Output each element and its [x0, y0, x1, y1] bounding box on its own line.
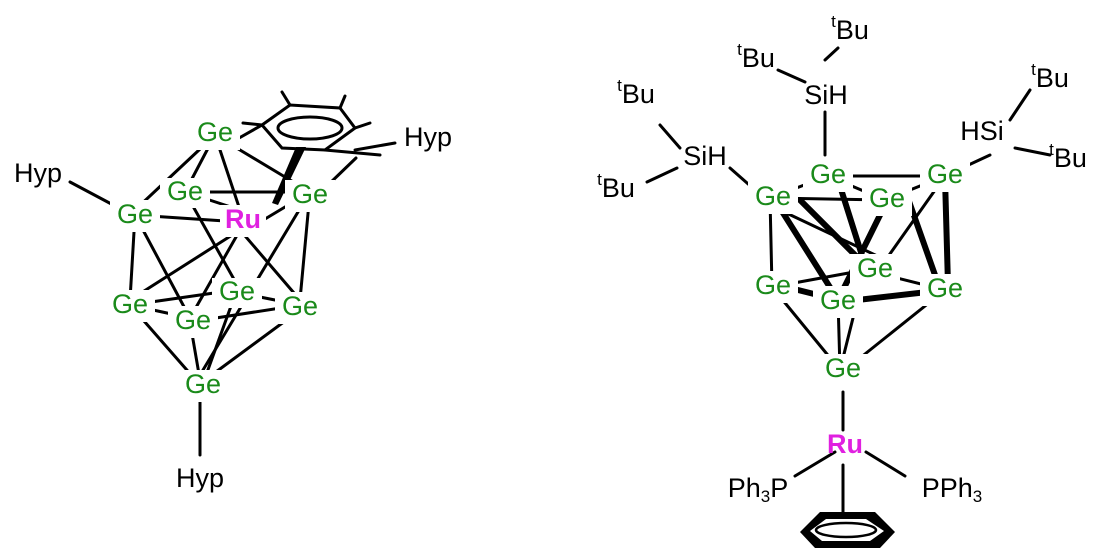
hsi-label: HSi [960, 116, 1004, 146]
ge-atom: Ge [927, 159, 963, 189]
ph3p-label: Ph3P [728, 473, 789, 506]
right-cp-ring [800, 512, 895, 548]
hyp-label: Hyp [14, 158, 62, 188]
ge-atom: Ge [857, 253, 893, 283]
ge-atom: Ge [185, 369, 221, 399]
ge-atom: Ge [197, 117, 233, 147]
sih-label: SiH [683, 141, 727, 171]
ge-atom: Ge [117, 199, 153, 229]
tbu-label: tBu [737, 40, 775, 73]
ge-atom: Ge [292, 179, 328, 209]
ge-atom: Ge [112, 289, 148, 319]
ge-atom: Ge [167, 176, 203, 206]
right-cluster: Ge Ge Ge Ge Ge Ge Ge Ge Ge Ru SiH tBu tB… [597, 12, 1087, 548]
ge-atom: Ge [927, 273, 963, 303]
ge-atom: Ge [825, 353, 861, 383]
right-atom-labels: Ge Ge Ge Ge Ge Ge Ge Ge Ge Ru SiH tBu tB… [597, 12, 1087, 506]
hyp-label: Hyp [176, 463, 224, 493]
ge-atom: Ge [820, 285, 856, 315]
ge-atom: Ge [869, 183, 905, 213]
ru-atom: Ru [827, 429, 863, 459]
tbu-label: tBu [1031, 60, 1069, 93]
ge-atom: Ge [810, 159, 846, 189]
ge-atom: Ge [755, 181, 791, 211]
ge-atom: Ge [175, 305, 211, 335]
sih-label: SiH [804, 80, 848, 110]
ge-atom: Ge [755, 270, 791, 300]
pph3-label: PPh3 [922, 473, 983, 506]
ru-atom: Ru [225, 204, 261, 234]
tbu-label: tBu [831, 12, 869, 45]
left-cluster: Ge Ge Ge Ru Ge Ge Ge Ge Ge Ge Hyp Hyp Hy… [14, 90, 452, 493]
tbu-label: tBu [1049, 140, 1087, 173]
ge-atom: Ge [282, 291, 318, 321]
hyp-label: Hyp [404, 122, 452, 152]
left-substituent-bonds [68, 141, 397, 457]
left-cage-bonds [128, 123, 358, 387]
tbu-label: tBu [597, 170, 635, 203]
ge-atom: Ge [219, 276, 255, 306]
tbu-label: tBu [617, 76, 655, 109]
left-atom-labels: Ge Ge Ge Ru Ge Ge Ge Ge Ge Ge Hyp Hyp Hy… [14, 117, 452, 493]
